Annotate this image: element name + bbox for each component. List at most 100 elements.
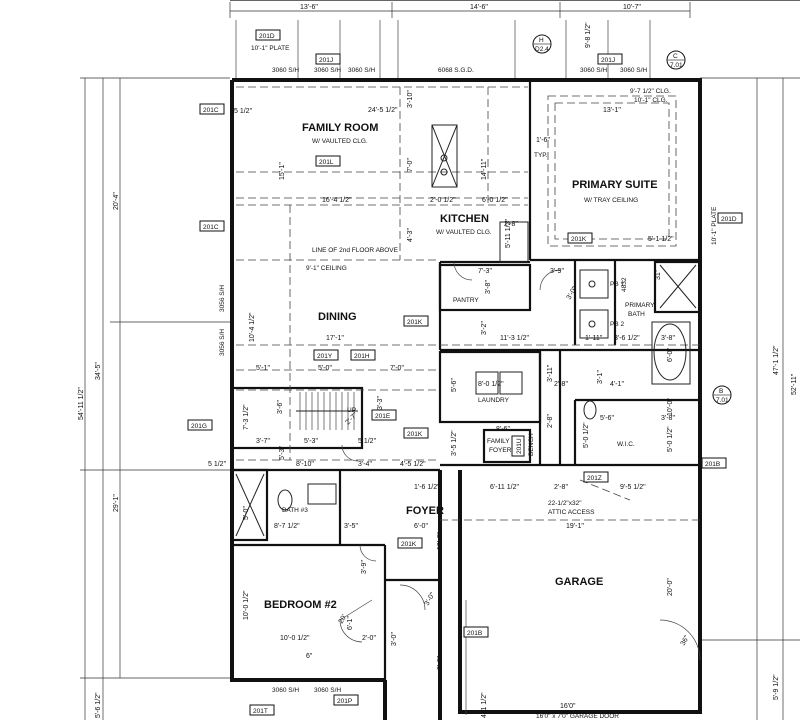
window-3060-7: 3060 S/H	[314, 687, 341, 694]
note-kitchen-vaulted: W/ VAULTED CLG.	[436, 229, 492, 236]
note-clg-971: 9'-7 1/2" CLG.	[630, 88, 671, 95]
exterior-walls	[230, 78, 702, 720]
note-primary-tray: W/ TRAY CEILING	[584, 197, 638, 204]
dim-label: 16'0"	[560, 703, 576, 710]
note-attic-size: 22-1/2"x32"	[548, 500, 582, 507]
dim-label: 5 1/2"	[234, 108, 253, 115]
dim-label: 5'-0 1/2"	[667, 426, 674, 452]
dim-label: 4'-1"	[610, 381, 624, 388]
top-dimensions: 13'-6" 14'-6" 10'-7" 9'-8 1/2"	[229, 0, 800, 78]
room-bath3: BATH #3	[282, 507, 308, 514]
tag-201K-2: 201K	[407, 319, 423, 326]
dim-label: 6'-11 1/2"	[490, 484, 520, 491]
tag-201Y: 201Y	[317, 353, 333, 360]
dim-label: 14'-11"	[481, 158, 488, 180]
dim-label: 10'-0"	[667, 398, 674, 416]
dim-label: 8'-6"	[496, 426, 510, 433]
stairs	[296, 392, 358, 430]
note-second-floor: LINE OF 2nd FLOOR ABOVE	[312, 247, 399, 254]
dim-label: 20'-0"	[667, 578, 674, 596]
room-primary-suite: PRIMARY SUITE	[572, 179, 658, 191]
tag-201P: 201P	[337, 698, 352, 705]
dim-20-4: 20'-4"	[113, 192, 120, 210]
dim-label: 10'-6"	[437, 532, 444, 550]
dim-label: 2'-0"	[362, 635, 376, 642]
room-garage: GARAGE	[555, 576, 603, 588]
dim-5-6-bottom: 5'-6 1/2"	[95, 692, 102, 718]
dim-label: 9'-5 1/2"	[620, 484, 646, 491]
dim-54-11: 54'-11 1/2"	[78, 387, 85, 420]
dim-label: 5'-3"	[279, 446, 286, 460]
dim-label: 4'-3"	[407, 228, 414, 242]
dim-label: 13'-1"	[603, 107, 621, 114]
room-labels: FAMILY ROOM W/ VAULTED CLG. KITCHEN W/ V…	[264, 122, 658, 611]
dim-label: 8'-10"	[296, 461, 314, 468]
dim-label: 3'-6 1/2"	[614, 335, 640, 342]
dim-label: 3'-7"	[256, 438, 270, 445]
dim-label: 3'-11"	[547, 364, 554, 382]
tag-201D-right: 201D	[721, 216, 737, 223]
room-laundry: LAUNDRY	[478, 397, 510, 404]
tag-201J-2: 201J	[601, 57, 615, 64]
window-3056-1: 3056 S/H	[219, 285, 226, 312]
dim-label: 3'-1"	[597, 370, 604, 384]
note-plate-top: 10'-1" PLATE	[251, 45, 290, 52]
window-3060-6: 3060 S/H	[272, 687, 299, 694]
tag-201K-1: 201K	[571, 236, 587, 243]
dim-label: 3'-0"	[566, 285, 579, 301]
tag-201D-top: 201D	[259, 33, 275, 40]
room-primary-bath-1: PRIMARY	[625, 302, 655, 309]
note-up: UP	[347, 407, 356, 414]
dim-47-1: 47'-1 1/2"	[773, 345, 780, 375]
room-family-foyer-1: FAMILY	[487, 438, 510, 445]
dim-13-6: 13'-6"	[300, 4, 318, 11]
note-typ: TYP.	[534, 152, 548, 159]
dim-label: 31"	[655, 269, 662, 280]
dim-label: 15'-1"	[279, 162, 286, 180]
dim-label: 5'-6"	[451, 378, 458, 392]
ceiling-lines	[236, 86, 700, 521]
tag-201J-1: 201J	[319, 57, 333, 64]
window-3060-2: 3060 S/H	[314, 67, 341, 74]
dim-label: 3'-5 1/2"	[451, 430, 458, 456]
section-circle-c: C	[673, 53, 678, 60]
dim-14-6: 14'-6"	[470, 4, 488, 11]
tag-201K-3: 201K	[407, 431, 423, 438]
dim-label: 3'-9"	[550, 268, 564, 275]
dim-label: 11'-3 1/2"	[500, 335, 530, 342]
dim-label: 19'-1"	[566, 523, 584, 530]
section-circle-b: B	[719, 388, 723, 395]
dim-label: 10'-0 1/2"	[243, 590, 250, 620]
window-3060-3: 3060 S/H	[348, 67, 375, 74]
dim-label: 5'-1"	[256, 365, 270, 372]
dim-label: 6"	[306, 653, 313, 660]
dim-label: 3'-4"	[358, 461, 372, 468]
tag-201K-4: 201K	[401, 541, 417, 548]
dim-label: 2'-8"	[554, 381, 568, 388]
room-primary-bath-2: BATH	[628, 311, 645, 318]
note-plate-right: 10'-1" PLATE	[711, 206, 718, 245]
section-circle-b-sheet: 7.01	[716, 397, 729, 404]
dim-label: 3'-5"	[344, 523, 358, 530]
tag-201B-1: 201B	[705, 461, 720, 468]
dim-52-11: 52'-11"	[791, 373, 798, 395]
note-pb2: PB 2	[610, 321, 624, 328]
room-bench: BENCH	[528, 433, 535, 456]
tag-201Z: 201Z	[587, 475, 602, 482]
dim-label: 2'-8"	[547, 414, 554, 428]
dim-label: 2'-8"	[554, 484, 568, 491]
fixtures	[235, 124, 701, 715]
left-dimensions: 54'-11 1/2" 34'-5" 20'-4" 29'-1" 5'-6 1/…	[78, 77, 230, 720]
dim-label: 6'-1"	[347, 616, 354, 630]
window-3060-4: 3060 S/H	[580, 67, 607, 74]
dim-label: 2'-8"	[504, 221, 518, 228]
section-circle-c-sheet: 7.01	[670, 62, 683, 69]
room-bedroom2: BEDROOM #2	[264, 599, 337, 611]
dim-label: 7'-3"	[478, 268, 492, 275]
dim-label: 6'-0 1/2"	[482, 197, 508, 204]
tag-201L: 201L	[319, 159, 334, 166]
note-garage-door: 16'0" x 7'0" GARAGE DOOR	[536, 713, 619, 720]
note-pb1: PB 1	[610, 281, 624, 288]
dim-label: 5'-3"	[304, 438, 318, 445]
